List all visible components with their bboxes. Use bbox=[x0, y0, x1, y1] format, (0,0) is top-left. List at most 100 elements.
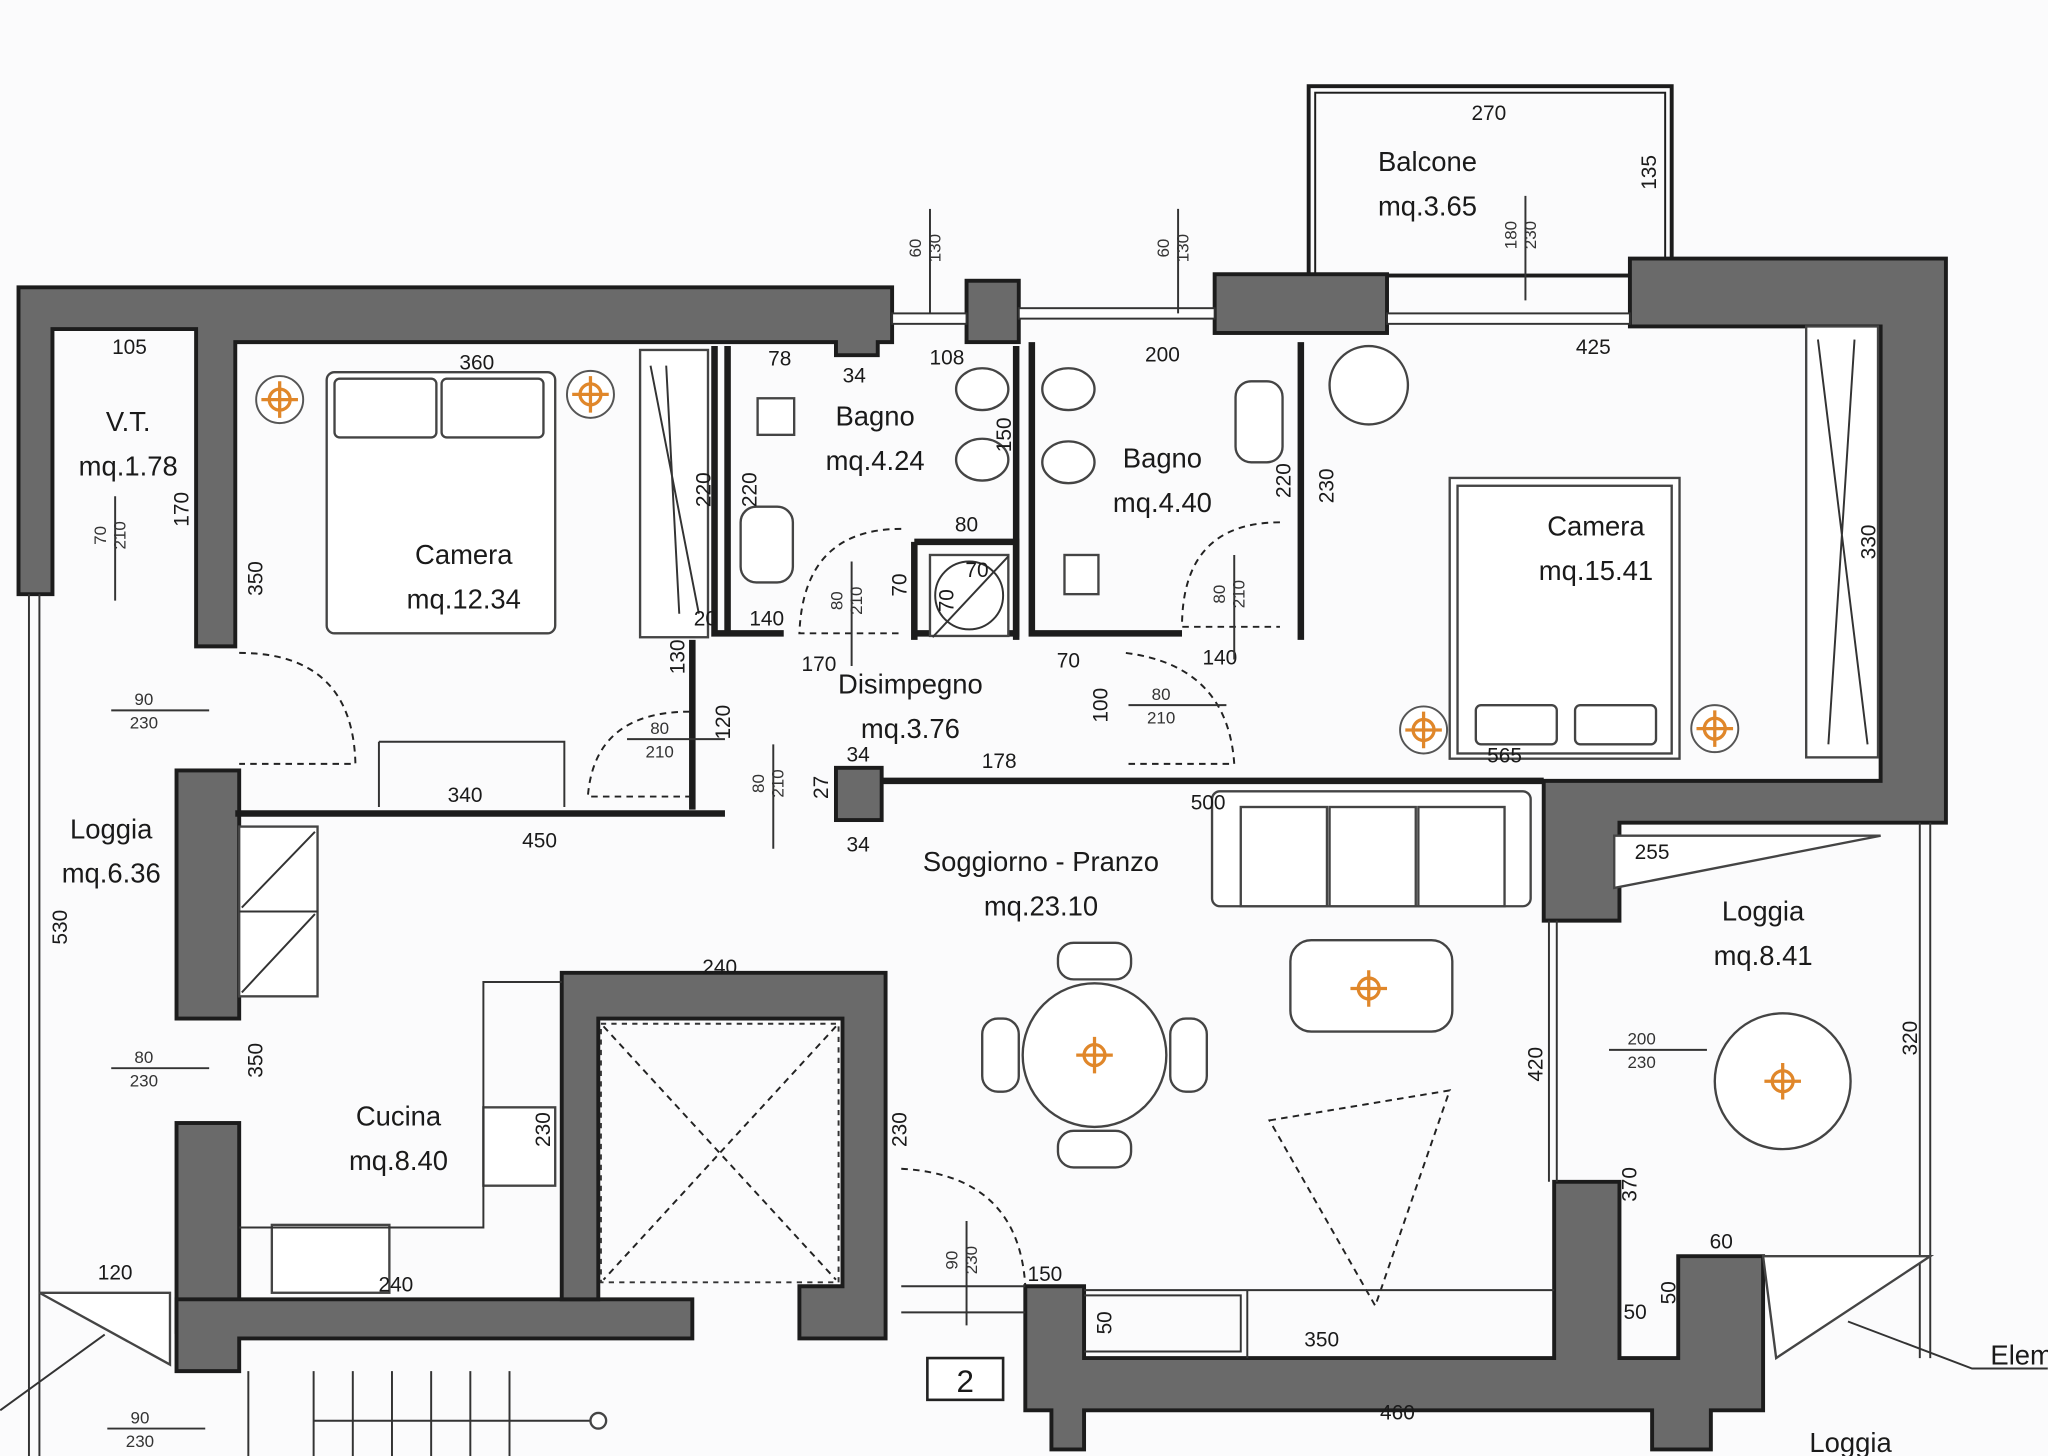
opening-width: 90 bbox=[134, 690, 153, 709]
dimension-label: 120 bbox=[98, 1262, 133, 1285]
dimension-label: 140 bbox=[749, 607, 784, 630]
dimension-label: 60 bbox=[1710, 1230, 1733, 1253]
dimension-label: 270 bbox=[1471, 102, 1506, 125]
dimension-label: 178 bbox=[982, 750, 1017, 773]
dimension-label: 27 bbox=[810, 776, 833, 799]
opening-width: 180 bbox=[1501, 221, 1520, 249]
label-partial: Elem bbox=[1990, 1340, 2048, 1371]
dimension-label: 530 bbox=[49, 910, 72, 945]
dimension-label: 240 bbox=[702, 956, 737, 979]
room-area: mq.1.78 bbox=[79, 450, 178, 481]
opening-width: 80 bbox=[749, 774, 768, 793]
opening-width: 80 bbox=[1210, 585, 1229, 604]
opening-height: 230 bbox=[130, 1071, 158, 1090]
dimension-label: 200 bbox=[1145, 344, 1180, 367]
room-area: mq.4.24 bbox=[826, 445, 925, 476]
room-area: mq.6.36 bbox=[62, 858, 161, 889]
dimension-label: 425 bbox=[1576, 336, 1611, 359]
dimension-label: 350 bbox=[1304, 1328, 1339, 1351]
ceiling-light-icon bbox=[1690, 704, 1740, 754]
opening-height: 210 bbox=[111, 521, 130, 549]
opening-width: 90 bbox=[131, 1408, 150, 1427]
armchair bbox=[1328, 344, 1410, 426]
ceiling-lights bbox=[255, 369, 1801, 1100]
dimension-label: 460 bbox=[1380, 1401, 1415, 1424]
dimension-label: 20 bbox=[694, 607, 717, 630]
dimension-label: 34 bbox=[847, 833, 870, 856]
shower-dimension: 70 bbox=[935, 589, 958, 612]
walls bbox=[16, 84, 1948, 1456]
opening-height: 210 bbox=[646, 742, 674, 761]
opening-height: 210 bbox=[769, 769, 788, 797]
ceiling-light-icon bbox=[255, 375, 305, 425]
dimension-label: 130 bbox=[666, 639, 689, 674]
dimension-label: 220 bbox=[738, 472, 761, 507]
room-name: Balcone bbox=[1378, 146, 1477, 177]
dimension-label: 50 bbox=[1093, 1311, 1116, 1334]
opening-height: 210 bbox=[1230, 580, 1249, 608]
dimension-label: 150 bbox=[1027, 1263, 1062, 1286]
furniture bbox=[0, 325, 2048, 1456]
opening-width: 60 bbox=[1154, 239, 1173, 258]
dimension-label: 100 bbox=[1090, 688, 1113, 723]
ceiling-light-icon bbox=[1350, 970, 1388, 1007]
ceiling-light-icon bbox=[1076, 1036, 1113, 1074]
room-name: V.T. bbox=[106, 406, 151, 437]
opening-width: 80 bbox=[134, 1048, 153, 1067]
dimension-label: 105 bbox=[112, 336, 147, 359]
opening-height: 210 bbox=[1147, 708, 1175, 727]
dimension-label: 70 bbox=[888, 573, 911, 596]
room-name: Bagno bbox=[836, 401, 915, 432]
dimension-label: 230 bbox=[532, 1112, 555, 1147]
dimension-label: 230 bbox=[1315, 468, 1338, 503]
dimension-label: 120 bbox=[712, 705, 735, 740]
opening-width: 60 bbox=[906, 239, 925, 258]
dimension-label: 78 bbox=[768, 348, 791, 371]
dimension-label: 135 bbox=[1638, 155, 1661, 190]
room-name: Bagno bbox=[1123, 442, 1202, 473]
room-name: Camera bbox=[415, 539, 513, 570]
room-area: mq.23.10 bbox=[984, 890, 1098, 921]
opening-height: 230 bbox=[1521, 221, 1540, 249]
dimension-label: 320 bbox=[1899, 1021, 1922, 1056]
opening-height: 230 bbox=[962, 1246, 981, 1274]
dimension-label: 350 bbox=[245, 561, 268, 596]
room-name: Camera bbox=[1547, 510, 1645, 541]
dimension-label: 34 bbox=[847, 743, 870, 766]
ceiling-light-icon bbox=[565, 369, 615, 419]
dimension-label: 350 bbox=[245, 1043, 268, 1078]
opening-width: 200 bbox=[1628, 1030, 1656, 1049]
room-name: Soggiorno - Pranzo bbox=[923, 846, 1159, 877]
room-name: Loggia bbox=[1722, 896, 1805, 927]
room-area: mq.4.40 bbox=[1113, 487, 1212, 518]
dimension-label: 150 bbox=[993, 417, 1016, 452]
dimension-label: 70 bbox=[1057, 649, 1080, 672]
dimension-label: 170 bbox=[170, 492, 193, 527]
stair-number: 2 bbox=[957, 1364, 974, 1399]
room-name: Disimpegno bbox=[838, 668, 983, 699]
room-area: mq.3.65 bbox=[1378, 190, 1477, 221]
opening-width: 70 bbox=[91, 526, 110, 545]
dimension-label: 565 bbox=[1487, 745, 1522, 768]
opening-width: 80 bbox=[827, 591, 846, 610]
opening-height: 230 bbox=[126, 1432, 154, 1451]
opening-height: 210 bbox=[847, 587, 866, 615]
room-area: mq.3.76 bbox=[861, 713, 960, 744]
room-name: Cucina bbox=[356, 1101, 442, 1132]
opening-height: 130 bbox=[1174, 234, 1193, 262]
dimension-label: 340 bbox=[448, 784, 483, 807]
ceiling-light-icon bbox=[1399, 705, 1449, 755]
dimension-label: 500 bbox=[1191, 792, 1226, 815]
wardrobe bbox=[638, 348, 710, 639]
stove bbox=[482, 1106, 557, 1187]
opening-width: 90 bbox=[942, 1251, 961, 1270]
room-area: mq.12.34 bbox=[407, 584, 521, 615]
opening-width: 80 bbox=[650, 719, 669, 738]
dimension-label: 230 bbox=[888, 1112, 911, 1147]
dimension-label: 220 bbox=[693, 472, 716, 507]
opening-height: 230 bbox=[1628, 1053, 1656, 1072]
dimension-label: 360 bbox=[459, 352, 494, 375]
room-name-partial: Loggia bbox=[1809, 1427, 1892, 1456]
dimension-label: 370 bbox=[1618, 1167, 1641, 1202]
